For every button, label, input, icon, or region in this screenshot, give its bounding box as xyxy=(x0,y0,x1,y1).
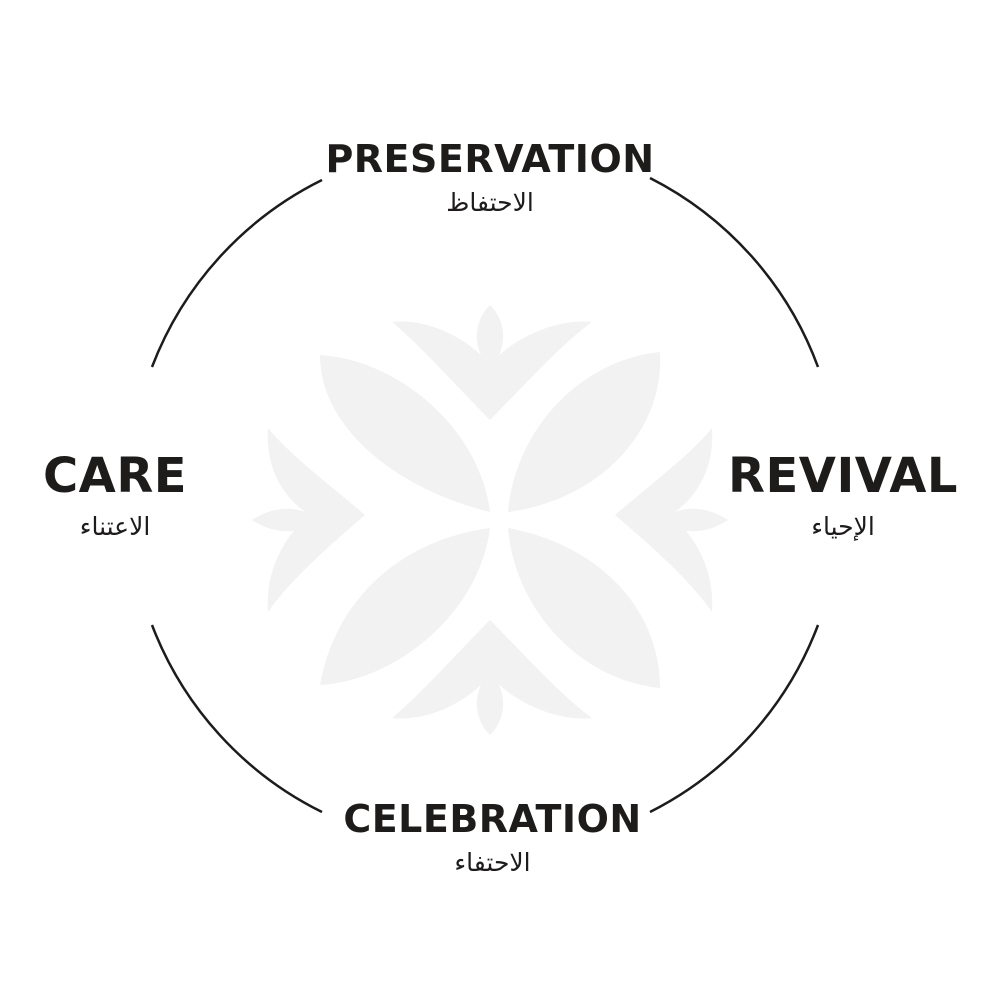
emblem-petal-bottom-right xyxy=(508,528,660,688)
emblem-petal-top-right xyxy=(508,352,661,512)
emblem-chevron-bottom xyxy=(392,620,592,719)
stage-care: CARE الاعتناء xyxy=(40,448,190,544)
emblem-bud-left xyxy=(252,508,320,532)
stage-title-ar: الاعتناء xyxy=(79,512,151,541)
stage-title-en: CELEBRATION xyxy=(343,797,642,841)
stage-preservation: PRESERVATION الاحتفاظ xyxy=(285,136,695,220)
emblem-bud-bottom xyxy=(476,670,504,735)
stage-title-ar: الاحتفاء xyxy=(454,848,531,877)
stage-celebration: CELEBRATION الاحتفاء xyxy=(285,796,700,880)
flower-emblem-icon xyxy=(252,305,728,735)
emblem-petal-bottom-left xyxy=(320,528,490,685)
emblem-bud-right xyxy=(660,508,728,532)
stage-revival: REVIVAL الإحياء xyxy=(728,448,958,544)
emblem-chevron-top xyxy=(392,321,592,420)
emblem-bud-top xyxy=(476,305,504,370)
ring-arc-bottom-left xyxy=(150,624,323,814)
stage-title-en: PRESERVATION xyxy=(325,137,655,181)
stage-title-en: CARE xyxy=(42,448,188,504)
ring-arc-top-right xyxy=(649,176,820,368)
stage-title-en: REVIVAL xyxy=(728,448,958,504)
stage-title-ar: الإحياء xyxy=(811,512,875,541)
ring-arc-top-left xyxy=(150,178,323,368)
ring-arc-bottom-right xyxy=(649,624,820,814)
emblem-petal-top-left xyxy=(320,355,490,512)
stage-title-ar: الاحتفاظ xyxy=(446,188,534,217)
